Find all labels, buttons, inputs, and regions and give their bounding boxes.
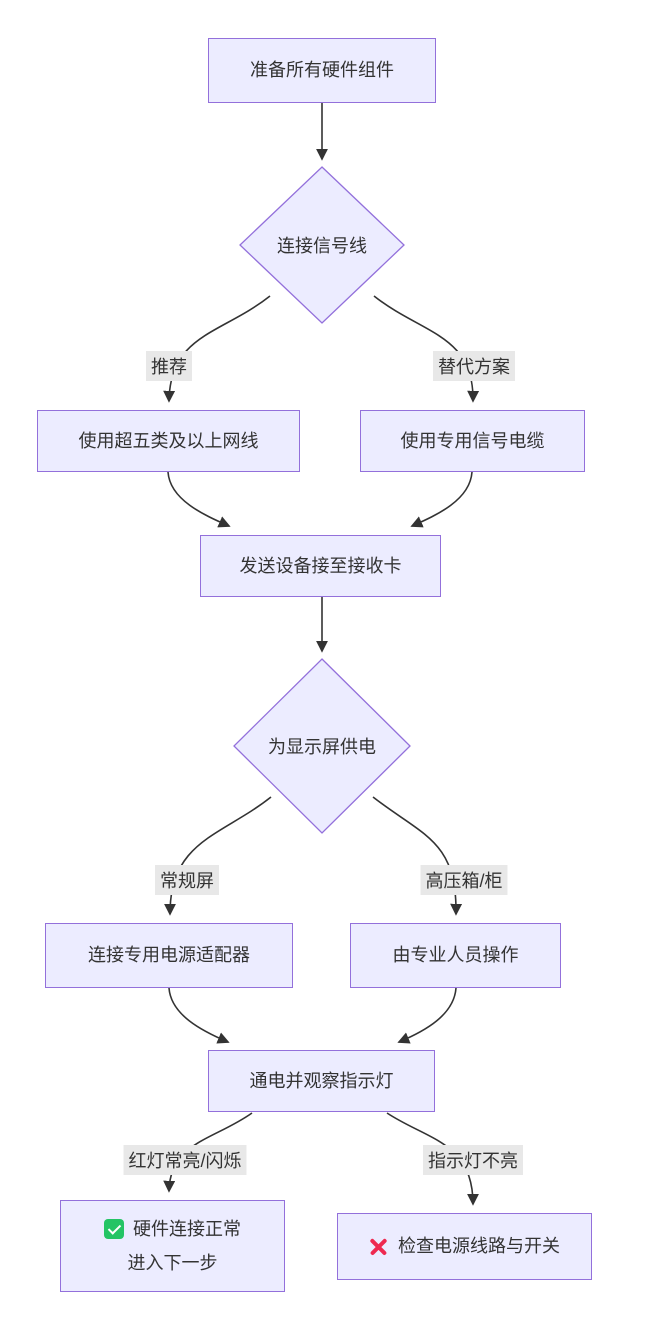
edge-label-red-light-on: 红灯常亮/闪烁: [123, 1145, 247, 1175]
node-power-adapter-label: 连接专用电源适配器: [88, 945, 250, 966]
cross-icon: [369, 1237, 388, 1256]
node-connect-signal: 连接信号线: [242, 224, 402, 266]
node-connect-signal-label: 连接信号线: [277, 236, 367, 256]
node-dedicated-cable: 使用专用信号电缆: [360, 410, 585, 472]
node-start-label: 准备所有硬件组件: [250, 60, 394, 81]
node-cat5-cable-label: 使用超五类及以上网线: [78, 430, 259, 451]
edge-label-regular-screen: 常规屏: [155, 865, 219, 895]
node-power-display: 为显示屏供电: [237, 725, 407, 767]
node-success-label-line1: 硬件连接正常: [133, 1219, 241, 1240]
edge-label-light-off: 指示灯不亮: [423, 1145, 523, 1175]
node-power-display-label: 为显示屏供电: [268, 737, 376, 757]
edge-label-alternative: 替代方案: [433, 351, 515, 381]
edge-adapter-to-observe: [168, 987, 230, 1044]
diamonds-group: [233, 166, 411, 834]
diamond-connect-signal: [239, 166, 405, 324]
node-success-label-line2: 进入下一步: [127, 1252, 218, 1273]
edges-group: [163, 103, 480, 1206]
node-failure: 检查电源线路与开关: [337, 1213, 592, 1280]
edge-observe-to-success: [163, 1112, 253, 1193]
node-failure-label: 检查电源线路与开关: [398, 1236, 560, 1257]
edge-professional-to-observe: [397, 987, 457, 1044]
node-cat5-cable: 使用超五类及以上网线: [37, 410, 300, 472]
edge-power-display-to-professional: [372, 796, 463, 916]
node-professional-op: 由专业人员操作: [350, 923, 561, 988]
node-power-on-observe-label: 通电并观察指示灯: [249, 1070, 394, 1091]
node-sender-to-receiver-label: 发送设备接至接收卡: [239, 555, 402, 576]
node-start: 准备所有硬件组件: [208, 38, 436, 103]
node-power-on-observe: 通电并观察指示灯: [208, 1050, 435, 1112]
diamond-power-display: [233, 658, 411, 834]
edge-label-recommended: 推荐: [146, 351, 192, 381]
node-professional-op-label: 由专业人员操作: [392, 945, 519, 966]
node-dedicated-cable-label: 使用专用信号电缆: [400, 430, 545, 451]
node-power-adapter: 连接专用电源适配器: [45, 923, 293, 988]
check-icon: [104, 1219, 124, 1240]
edge-cat5-to-sender: [167, 471, 231, 528]
edge-dedicated-to-sender: [410, 471, 473, 528]
edge-connect-signal-to-dedicated: [373, 295, 480, 403]
node-sender-to-receiver: 发送设备接至接收卡: [200, 535, 441, 597]
edge-label-hv-cabinet: 高压箱/柜: [420, 865, 508, 895]
node-success: 硬件连接正常 进入下一步: [60, 1200, 285, 1292]
edge-connect-signal-to-cat5: [163, 295, 271, 403]
edge-power-display-to-adapter: [164, 796, 272, 916]
